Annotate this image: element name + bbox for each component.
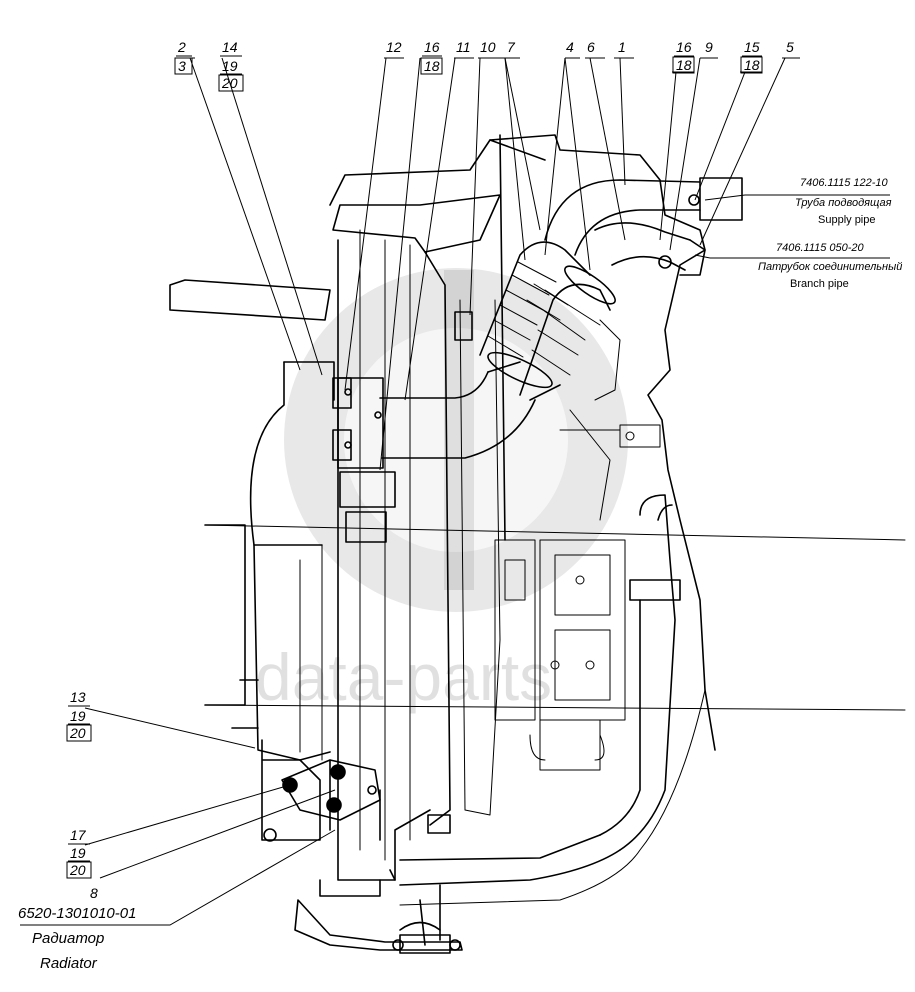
callout-12: 12 [386, 39, 402, 55]
radiator-outlet-pipe [379, 361, 561, 459]
callout-19-low: 19 [70, 845, 86, 861]
callout-8: 8 [90, 885, 98, 901]
callout-labels: 2 3 14 19 20 12 16 18 11 10 7 4 6 1 16 1… [66, 39, 794, 901]
callout-9: 9 [705, 39, 713, 55]
callout-11: 11 [456, 39, 471, 55]
callout-20-top: 20 [221, 75, 238, 91]
engine-block [494, 319, 661, 771]
callout-18-far: 18 [744, 57, 760, 73]
callout-19-mid: 19 [70, 708, 86, 724]
callout-18-left: 18 [424, 58, 440, 74]
engine-outline [169, 134, 906, 751]
bottom-bracket [294, 884, 463, 954]
callout-13: 13 [70, 689, 86, 705]
callout-15: 15 [744, 39, 760, 55]
radiator-shroud [231, 361, 335, 831]
callout-2: 2 [177, 39, 186, 55]
callout-16-left: 16 [424, 39, 440, 55]
radiator-ru: Радиатор [32, 930, 104, 947]
callout-14: 14 [222, 39, 238, 55]
part-notes: 7406.1115 122-10 Труба подводящая Supply… [18, 177, 902, 972]
watermark-text: data-parts [255, 640, 552, 714]
callout-16-right: 16 [676, 39, 692, 55]
supply-pipe-code: 7406.1115 122-10 [800, 177, 889, 189]
callout-10: 10 [480, 39, 496, 55]
supply-pipe [544, 177, 743, 276]
callout-7: 7 [507, 39, 516, 55]
watermark-logo [284, 268, 628, 612]
callout-18-right: 18 [676, 57, 692, 73]
upper-bracket [332, 377, 396, 543]
supply-pipe-en: Supply pipe [818, 214, 876, 226]
lower-mount-plate [261, 739, 381, 842]
callout-20-low: 20 [69, 862, 86, 878]
callout-19-top: 19 [222, 58, 238, 74]
callout-5: 5 [786, 39, 794, 55]
branch-pipe-code: 7406.1115 050-20 [776, 242, 865, 254]
radiator-core [319, 194, 501, 897]
radiator-code: 6520-1301010-01 [18, 905, 136, 922]
callout-17: 17 [70, 827, 87, 843]
callout-4: 4 [566, 39, 574, 55]
callout-20-mid: 20 [69, 725, 86, 741]
callout-1: 1 [618, 39, 626, 55]
callout-3: 3 [178, 58, 186, 74]
branch-pipe-ru: Патрубок соединительный [758, 261, 902, 273]
callout-6: 6 [587, 39, 595, 55]
corrugated-hose [479, 241, 616, 396]
lower-pipe [399, 494, 706, 906]
branch-pipe-en: Branch pipe [790, 278, 849, 290]
supply-pipe-ru: Труба подводящая [795, 197, 892, 209]
radiator-en: Radiator [40, 955, 98, 972]
